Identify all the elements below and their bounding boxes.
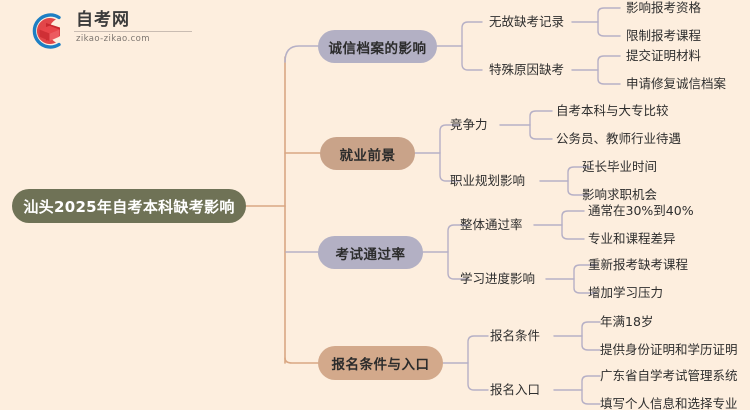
logo-divider [74, 31, 192, 32]
link-b3-c1-g0 [581, 375, 601, 391]
link-b0-c0-g0 [597, 7, 621, 23]
mindmap-leaf-1-2-2[interactable]: 申请修复诚信档案 [626, 76, 727, 91]
link-b3-c0-g0 [581, 321, 601, 337]
link-b0-c1-g0 [597, 55, 621, 71]
link-to-branch-3 [284, 357, 319, 364]
link-to-branch-0 [284, 45, 319, 63]
mindmap-sub-node-2-1[interactable]: 竞争力 [450, 117, 488, 132]
link-b3-c0 [467, 335, 489, 364]
link-b3-c1-g1 [581, 389, 601, 405]
mindmap-leaf-4-2-1[interactable]: 广东省自学考试管理系统 [600, 368, 738, 383]
link-b1-c0-g1 [529, 124, 553, 140]
mindmap-leaf-3-2-2[interactable]: 增加学习压力 [588, 285, 664, 300]
mindmap-leaf-3-1-1[interactable]: 通常在30%到40% [588, 203, 694, 218]
link-b1-c0 [439, 124, 461, 154]
link-b3-c0-g1 [581, 335, 601, 351]
mindmap-leaf-1-1-1[interactable]: 影响报考资格 [626, 0, 702, 15]
mindmap-sub-node-1-2[interactable]: 特殊原因缺考 [489, 62, 565, 77]
link-b2-c0-g1 [561, 224, 585, 240]
mindmap-leaf-2-2-1[interactable]: 延长毕业时间 [582, 159, 658, 174]
mindmap-leaf-2-1-1[interactable]: 自考本科与大专比较 [556, 103, 669, 118]
mindmap-sub-node-4-2[interactable]: 报名入口 [490, 382, 541, 397]
mindmap-leaf-4-1-1[interactable]: 年满18岁 [600, 314, 654, 329]
link-b1-c0-g0 [529, 110, 553, 126]
link-b1-c1-g1 [567, 180, 591, 196]
mindmap-leaf-4-2-2[interactable]: 填写个人信息和选择专业 [600, 396, 738, 410]
mindmap-sub-node-2-2[interactable]: 职业规划影响 [450, 173, 526, 188]
mindmap-leaf-1-2-1[interactable]: 提交证明材料 [626, 48, 702, 63]
link-b2-c1-g1 [573, 278, 597, 294]
site-logo[interactable]: 自考网 zikao-zikao.com [26, 8, 196, 52]
mindmap-leaf-4-1-2[interactable]: 提供身份证明和学历证明 [600, 342, 738, 357]
logo-url: zikao-zikao.com [76, 34, 150, 44]
mindmap-leaf-2-1-2[interactable]: 公务员、教师行业待遇 [556, 131, 682, 146]
mindmap-branch-node-1[interactable]: 诚信档案的影响 [318, 30, 437, 63]
link-b0-c0-g1 [597, 21, 621, 37]
mindmap-branch-node-3[interactable]: 考试通过率 [318, 236, 423, 269]
zikao-logo-icon [32, 13, 61, 49]
mindmap-root-node[interactable]: 汕头2025年自考本科缺考影响 [12, 189, 246, 223]
link-b0-c0 [461, 21, 483, 47]
link-b2-c0-g0 [561, 210, 585, 226]
link-trunk-to-branch-1 [285, 153, 318, 160]
link-b2-c0 [447, 224, 469, 253]
link-b0-c1-g1 [597, 69, 621, 85]
link-b2-c1 [447, 251, 469, 280]
link-b3-c1 [467, 362, 489, 391]
link-b0-c1 [461, 45, 483, 71]
link-b2-c1-g0 [573, 264, 597, 280]
mindmap-leaf-2-2-2[interactable]: 影响求职机会 [582, 187, 658, 202]
mindmap-sub-node-3-2[interactable]: 学习进度影响 [460, 271, 536, 286]
mindmap-sub-node-1-1[interactable]: 无故缺考记录 [489, 14, 565, 29]
mindmap-sub-node-3-1[interactable]: 整体通过率 [460, 217, 523, 232]
mindmap-leaf-3-2-1[interactable]: 重新报考缺考课程 [588, 257, 689, 272]
logo-name-cn: 自考网 [76, 10, 130, 30]
mindmap-sub-node-4-1[interactable]: 报名条件 [490, 328, 541, 343]
mindmap-branch-node-4[interactable]: 报名条件与入口 [318, 346, 443, 380]
mindmap-branch-node-2[interactable]: 就业前景 [320, 137, 415, 170]
link-b1-c1-g0 [567, 166, 591, 182]
link-b1-c1 [439, 152, 461, 182]
mindmap-leaf-1-1-2[interactable]: 限制报考课程 [626, 28, 702, 43]
mindmap-leaf-3-1-2[interactable]: 专业和课程差异 [588, 231, 676, 246]
logo-text: 自考网 zikao-zikao.com [74, 10, 196, 45]
